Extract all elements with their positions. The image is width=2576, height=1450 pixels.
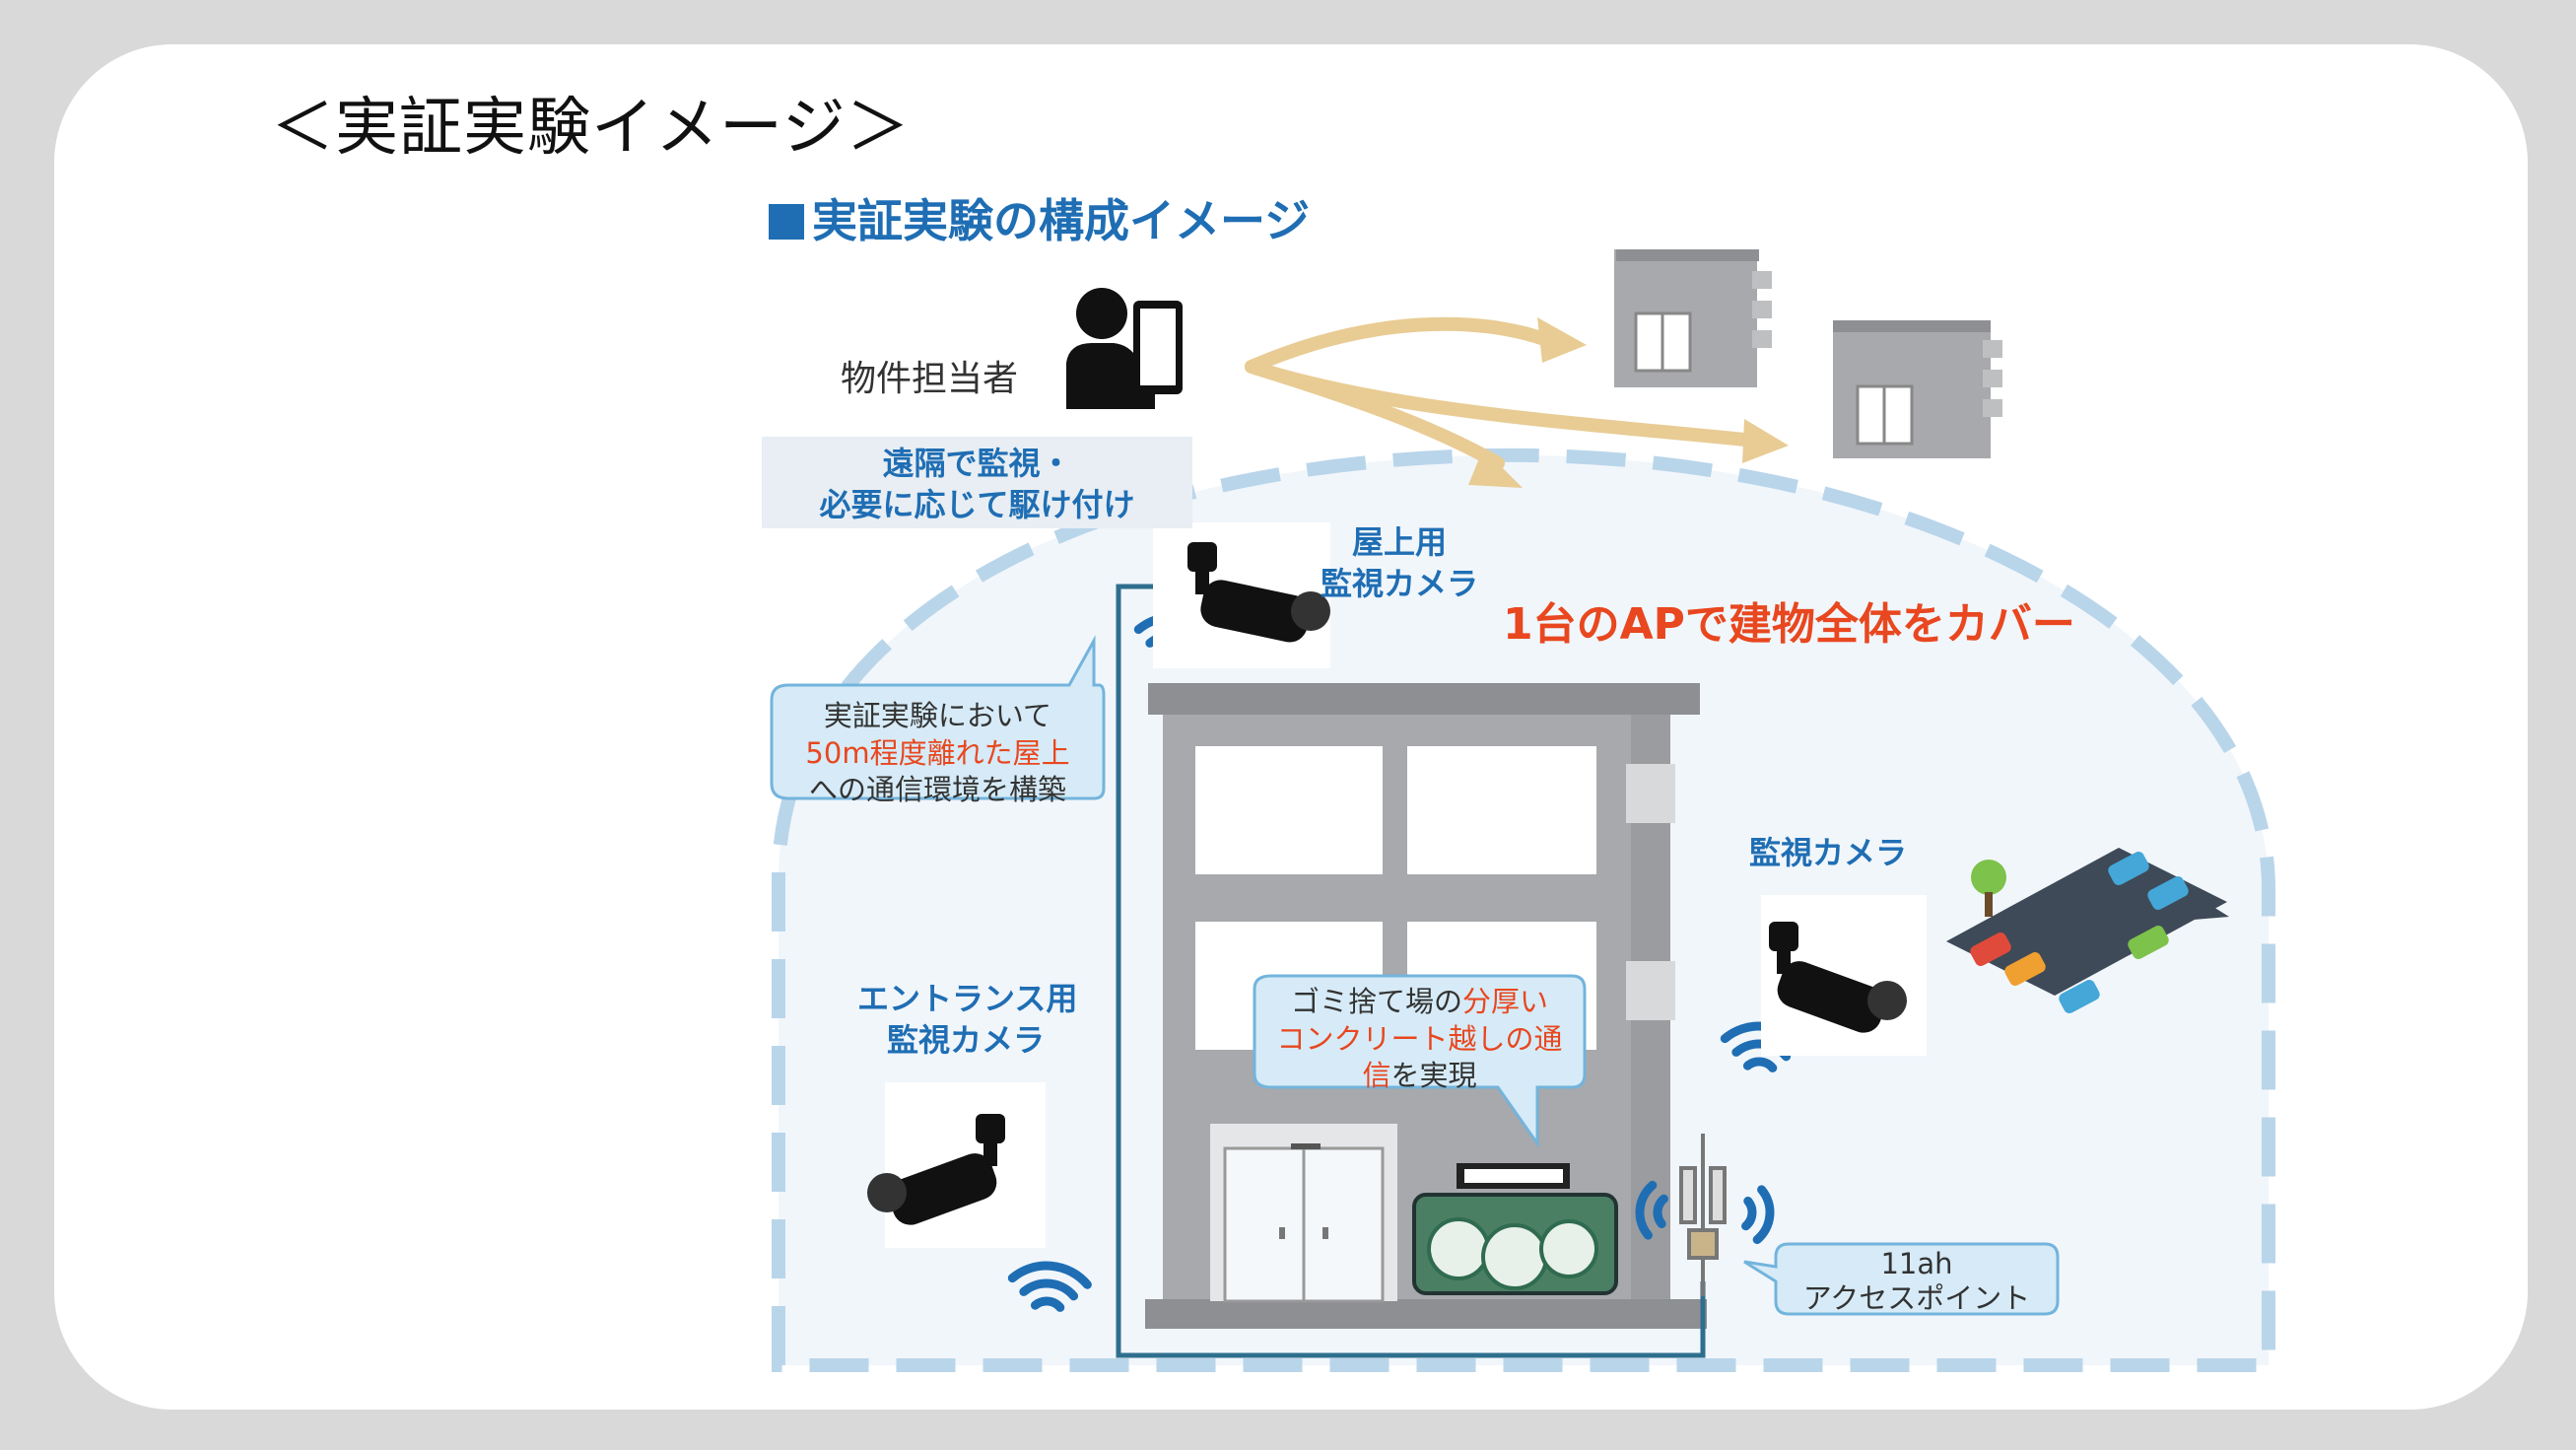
entrance-camera xyxy=(867,1082,1046,1248)
ap-line-1: 11ah xyxy=(1880,1247,1953,1280)
callout1-text: 実証実験において 50m程度離れた屋上 への通信環境を構築 xyxy=(772,698,1104,809)
garbage-bags-icon xyxy=(1412,1163,1618,1295)
callout2-line-1: ゴミ捨て場の分厚い xyxy=(1254,984,1585,1021)
callout2-line-3a: 信 xyxy=(1362,1059,1391,1093)
callout2-line-1b: 分厚い xyxy=(1462,985,1549,1018)
page-title: ＜実証実験イメージ＞ xyxy=(271,92,911,165)
ap-label-box xyxy=(1743,1242,2060,1316)
network-line xyxy=(1116,584,1706,1358)
coverage-label: 1台のAPで建物全体をカバー xyxy=(1503,599,2075,650)
callout1-line-3: への通信環境を構築 xyxy=(808,773,1066,807)
callout2-line-1a: ゴミ捨て場の xyxy=(1290,985,1462,1018)
antenna-icon xyxy=(1679,1134,1727,1296)
entrance-camera-label: エントランス用 監視カメラ xyxy=(857,979,1078,1061)
remote-line-2: 必要に応じて駆け付け xyxy=(819,485,1135,523)
callout2-text: ゴミ捨て場の分厚い コンクリート越しの通 信を実現 xyxy=(1254,984,1585,1095)
callout2-line-2: コンクリート越しの通 xyxy=(1276,1021,1563,1056)
rooftop-camera xyxy=(1153,522,1330,668)
rooftop-cam-line-1: 屋上用 xyxy=(1352,523,1448,561)
callout1-box xyxy=(770,635,1106,800)
remote-building-2 xyxy=(1833,320,2002,458)
entrance-cam-line-1: エントランス用 xyxy=(857,980,1078,1017)
ap-line-2: アクセスポイント xyxy=(1802,1280,2031,1315)
parking-lot-icon xyxy=(1946,848,2229,1013)
entrance-cam-line-2: 監視カメラ xyxy=(886,1020,1045,1059)
callout2-box xyxy=(1253,974,1587,1148)
callout2-line-3b: を実現 xyxy=(1390,1059,1477,1093)
remote-arrows xyxy=(1245,316,1771,470)
remote-line-1: 遠隔で監視・ xyxy=(882,445,1072,482)
remote-banner-text: 遠隔で監視・ 必要に応じて駆け付け xyxy=(762,444,1192,525)
parking-camera xyxy=(1761,895,1927,1056)
ap-label-text: 11ah アクセスポイント xyxy=(1776,1247,2058,1316)
parking-camera-label: 監視カメラ xyxy=(1749,834,1908,871)
square-bullet-icon xyxy=(769,204,804,240)
subtitle-text: 実証実験の構成イメージ xyxy=(812,194,1311,247)
manager-label: 物件担当者 xyxy=(841,359,1019,399)
callout1-line-1: 実証実験において xyxy=(823,699,1052,732)
diagram-subtitle: 実証実験の構成イメージ xyxy=(769,185,1310,250)
rooftop-camera-label: 屋上用 監視カメラ xyxy=(1321,522,1478,604)
remote-banner xyxy=(762,437,1192,528)
remote-building-1 xyxy=(1614,249,1772,387)
callout2-line-3: 信を実現 xyxy=(1254,1058,1585,1095)
callout1-line-2: 50m程度離れた屋上 xyxy=(805,735,1070,770)
rooftop-cam-line-2: 監視カメラ xyxy=(1321,564,1479,602)
person-tablet-icon xyxy=(1066,288,1183,409)
